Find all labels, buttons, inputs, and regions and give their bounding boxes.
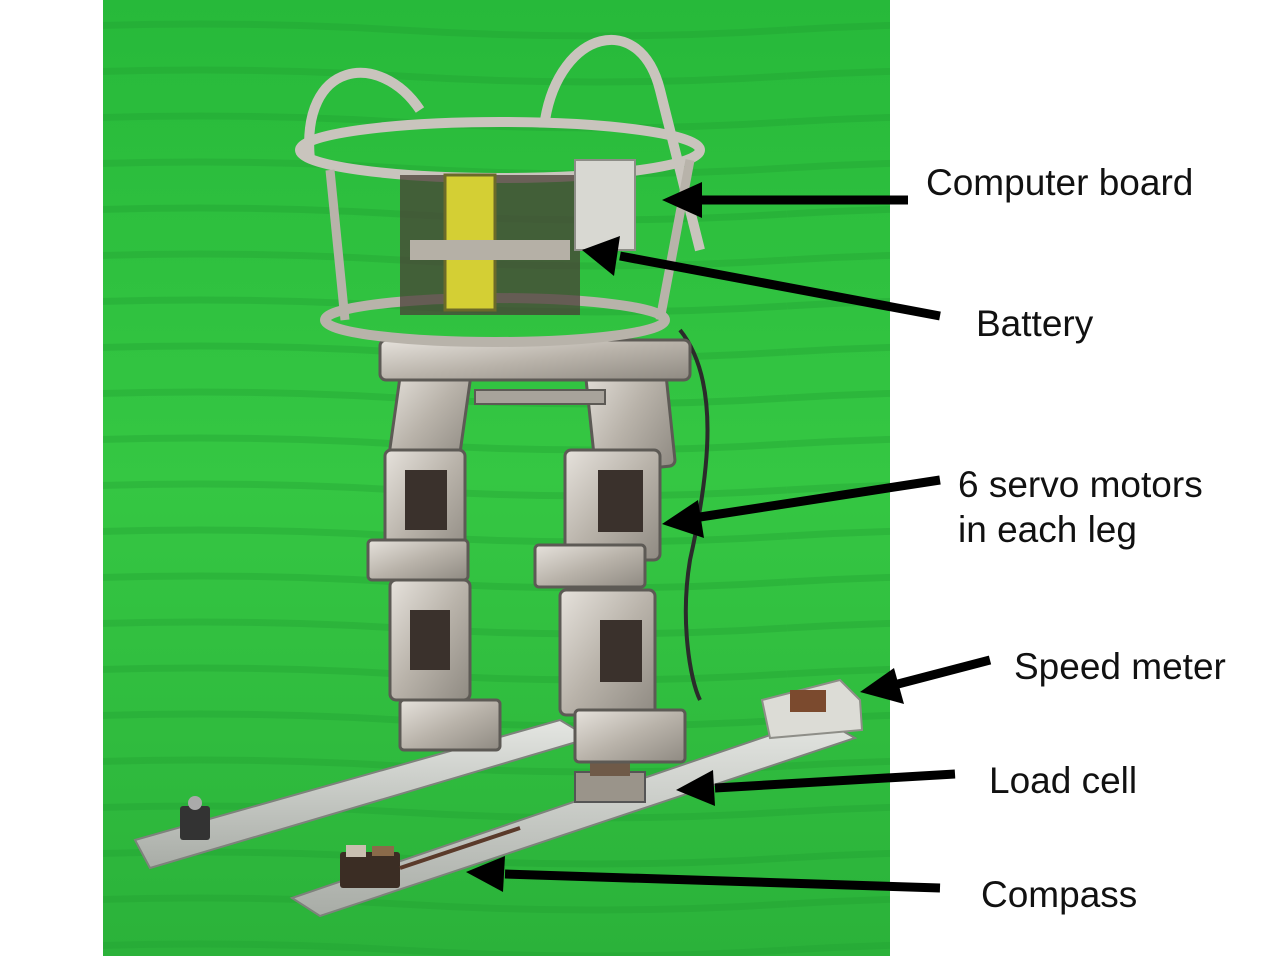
turf-texture: [103, 0, 890, 956]
label-speed-meter: Speed meter: [1014, 646, 1226, 687]
leg-right: [533, 328, 710, 764]
label-servo-line2: in each leg: [958, 509, 1137, 550]
speed-meter-unit: [760, 678, 864, 740]
servo-left-1: [405, 470, 447, 530]
servo-right-2: [600, 620, 642, 682]
ski-right: [289, 678, 864, 918]
load-cell-unit: [574, 762, 646, 803]
arrow-compass: [466, 856, 941, 893]
label-servo-line1: 6 servo motors: [958, 464, 1203, 505]
torso-frame: [295, 34, 705, 347]
label-battery: Battery: [976, 303, 1094, 344]
servo-right-1: [598, 470, 643, 532]
annotation-arrows: [466, 182, 992, 893]
servo-left-2: [410, 610, 450, 670]
servo-cables: [678, 328, 710, 701]
label-computer-board: Computer board: [926, 162, 1193, 203]
arrow-load-cell: [676, 769, 956, 806]
compass-cable: [399, 826, 521, 870]
label-compass: Compass: [981, 874, 1137, 915]
robot-photo: [103, 0, 890, 956]
sensor-knob: [188, 796, 202, 810]
arrow-computer-board: [662, 182, 908, 218]
computer-board-case: [574, 159, 636, 251]
compass-unit: [340, 845, 400, 888]
compass-sensor-left: [180, 806, 210, 840]
arrow-battery: [582, 236, 941, 321]
leg-left: [366, 354, 502, 752]
arrow-servo-motors: [662, 475, 941, 538]
annotation-labels: Computer board Battery 6 servo motors in…: [926, 162, 1226, 915]
label-load-cell: Load cell: [989, 760, 1137, 801]
arrow-speed-meter: [860, 655, 992, 704]
